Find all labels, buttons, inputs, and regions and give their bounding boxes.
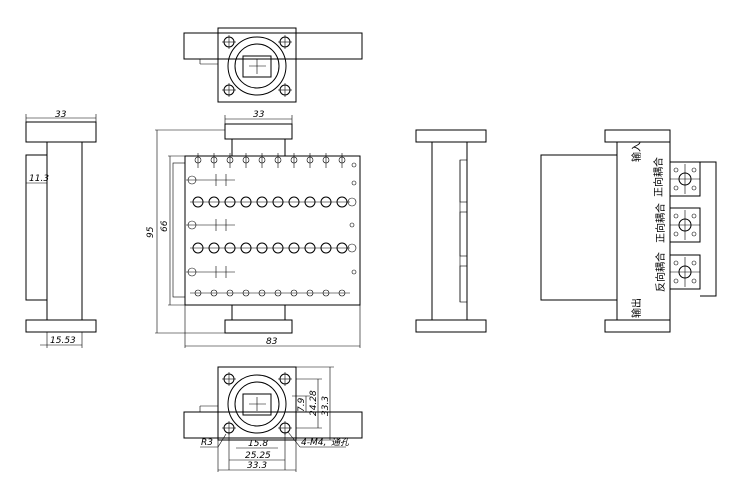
bolt-hole-icon	[278, 83, 292, 97]
bolt-hole-icon	[278, 35, 292, 49]
coupling-port-icon	[669, 254, 701, 290]
right-side-view	[415, 129, 487, 333]
label-forward-coupling-1: 正向耦合	[652, 157, 665, 197]
dim-front-width: 83	[266, 337, 278, 347]
dim-flange-holes-note: 通孔	[331, 437, 350, 448]
right-edge-holes	[347, 162, 357, 275]
middle-row-1-connectors	[190, 196, 350, 208]
dim-front-top: 33	[253, 110, 265, 120]
dim-flange-h1: 15.8	[248, 439, 268, 449]
small-cross-markers	[186, 174, 235, 278]
top-row-connectors	[194, 153, 346, 168]
dim-flange-h2: 25.25	[245, 451, 271, 461]
dim-front-height-outer: 95	[146, 226, 156, 238]
coupling-port-icon	[669, 161, 701, 197]
label-output: 输出	[630, 298, 643, 318]
bottom-flange-view: 7.9 24.28 33.3 15.8 25.25 33.3 R3 4-M4, …	[183, 366, 363, 472]
label-forward-coupling-2: 正向耦合	[654, 203, 667, 243]
dim-flange-v1: 7.9	[297, 397, 307, 412]
dim-flange-v2: 24.28	[309, 390, 319, 416]
port-view: 输入 正向耦合 正向耦合 反向耦合 输出	[540, 129, 717, 333]
dim-flange-h3: 33.3	[247, 461, 267, 471]
left-side-view: 33 11.3 15.53	[25, 110, 97, 348]
bolt-hole-icon	[222, 35, 236, 49]
bolt-hole-icon	[222, 83, 236, 97]
front-view: 33 95 66 83	[146, 110, 361, 348]
bolt-hole-icon	[222, 372, 236, 386]
top-flange-view	[183, 27, 363, 103]
bolt-hole-icon	[278, 372, 292, 386]
dim-flange-holes: 4-M4,	[301, 438, 326, 448]
dim-front-height-inner: 66	[160, 220, 170, 232]
dim-flange-v3: 33.3	[321, 396, 331, 416]
label-reverse-coupling: 反向耦合	[654, 252, 667, 292]
dim-flange-radius: R3	[201, 438, 213, 448]
dim-side-bottom: 15.53	[50, 336, 76, 346]
middle-row-2-connectors	[190, 242, 350, 254]
coupling-port-icon	[669, 207, 701, 243]
dim-side-offset: 11.3	[29, 174, 49, 184]
label-input: 输入	[630, 142, 643, 162]
dim-side-width: 33	[55, 110, 67, 120]
bottom-row-connectors	[190, 289, 350, 297]
